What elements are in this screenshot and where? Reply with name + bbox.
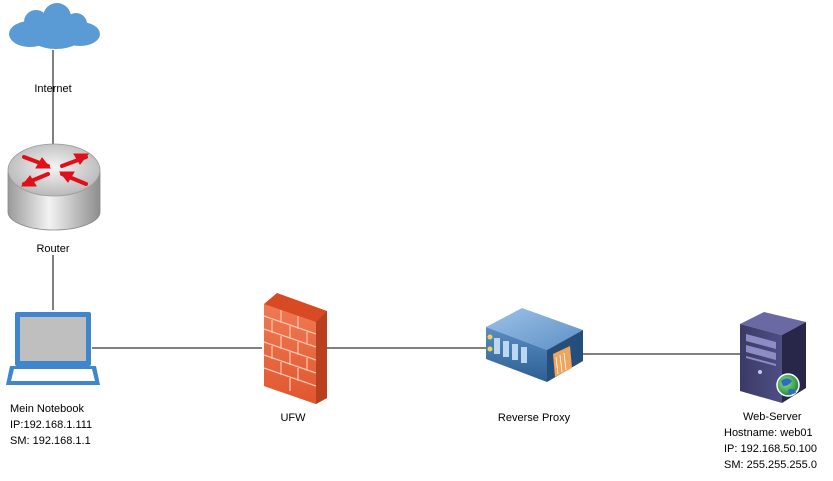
notebook-sm: SM: 192.168.1.1 — [10, 435, 91, 447]
connections — [52, 50, 742, 355]
laptop-icon — [6, 312, 100, 385]
router-icon — [7, 143, 101, 231]
firewall-icon — [263, 293, 327, 404]
webserver-sm: SM: 255.255.255.0 — [724, 459, 817, 471]
firewall-label: UFW — [280, 412, 306, 424]
cloud-icon — [9, 3, 100, 49]
webserver-label: Web-Server — [743, 411, 802, 423]
tower-server-icon — [740, 312, 806, 403]
rack-server-icon — [486, 308, 583, 382]
webserver-ip: IP: 192.168.50.100 — [724, 443, 817, 455]
proxy-label: Reverse Proxy — [497, 412, 571, 424]
notebook-ip: IP:192.168.1.111 — [10, 419, 93, 431]
internet-label: Internet — [34, 83, 72, 95]
router-label: Router — [36, 243, 70, 255]
webserver-hostname: Hostname: web01 — [724, 427, 813, 439]
notebook-label: Mein Notebook — [10, 403, 84, 415]
